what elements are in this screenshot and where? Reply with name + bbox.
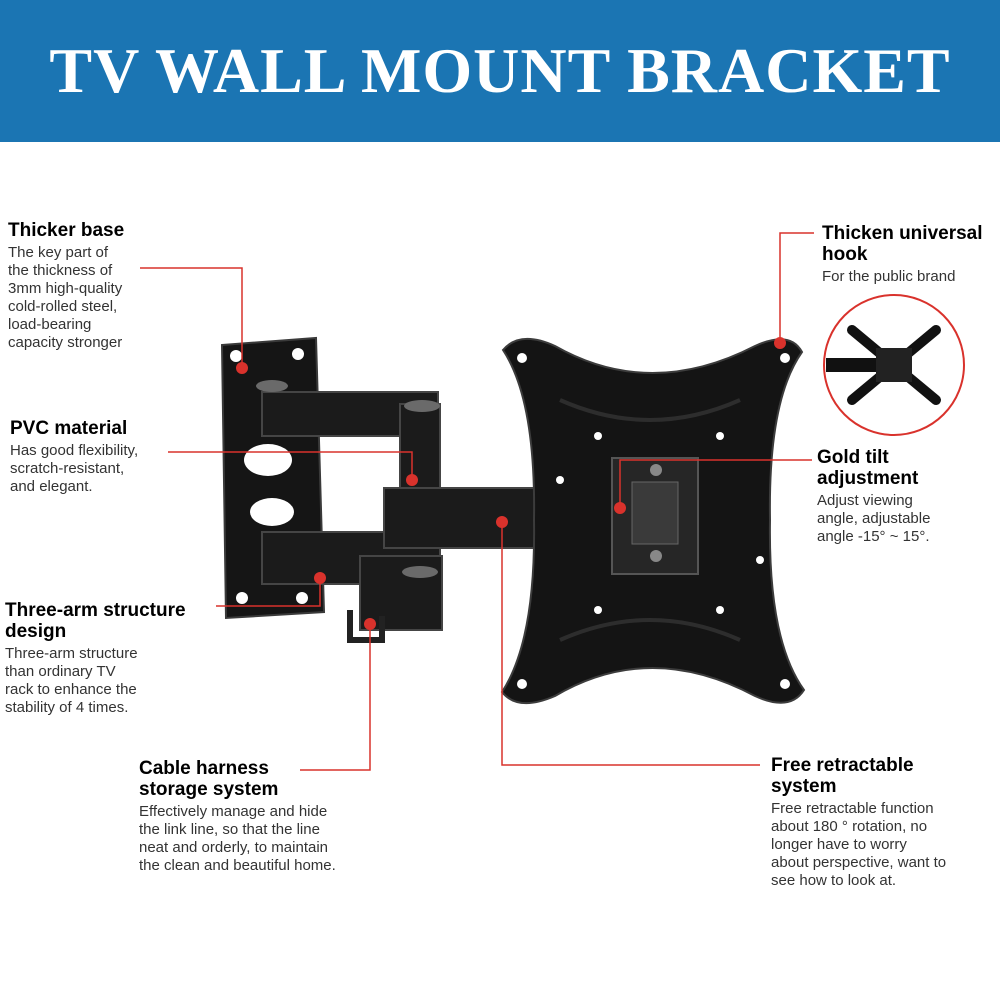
callout-title: Gold tilt adjustment	[817, 447, 919, 489]
callout-desc: Three-arm structure than ordinary TV rac…	[5, 645, 138, 716]
arm-upper	[256, 380, 441, 493]
callout-desc: Free retractable function about 180 ° ro…	[771, 800, 947, 889]
vesa-plate	[500, 338, 806, 704]
leader-hook	[779, 232, 814, 343]
leader-dots	[236, 337, 786, 630]
arm-main	[383, 487, 541, 549]
dot-three-arm	[314, 572, 326, 584]
leader-tilt	[619, 459, 812, 508]
leader-cable	[300, 624, 371, 771]
page-title: TV WALL MOUNT BRACKET	[49, 35, 951, 106]
callout-title: Thicken universal hook	[822, 223, 983, 265]
dot-tilt	[614, 502, 626, 514]
callout-three-arm: Three-arm structure design Three-arm str…	[5, 600, 235, 717]
callout-desc: Effectively manage and hide the link lin…	[139, 803, 336, 874]
callout-desc: The key part of the thickness of 3mm hig…	[8, 244, 123, 351]
callout-title: Cable harness storage system	[139, 758, 279, 800]
leader-thicker-base	[140, 267, 243, 368]
callout-desc: For the public brand	[822, 268, 956, 285]
callout-desc: Adjust viewing angle, adjustable angle -…	[817, 492, 931, 545]
hook-inset	[823, 294, 965, 436]
callout-title: Thicker base	[8, 220, 125, 241]
callout-desc: Has good flexibility, scratch-resistant,…	[10, 442, 139, 495]
callout-title: Free retractable system	[771, 755, 914, 797]
dot-cable	[364, 618, 376, 630]
callout-title: Three-arm structure design	[5, 600, 186, 642]
dot-retract	[496, 516, 508, 528]
callout-tilt-adjustment: Gold tilt adjustment Adjust viewing angl…	[817, 447, 992, 546]
callout-free-retractable: Free retractable system Free retractable…	[771, 755, 996, 890]
dot-hook	[774, 337, 786, 349]
callout-cable-harness: Cable harness storage system Effectively…	[139, 758, 399, 875]
callout-pvc-material: PVC material Has good flexibility, scrat…	[10, 418, 210, 496]
callout-thicker-base: Thicker base The key part of the thickne…	[8, 220, 188, 352]
callout-title: PVC material	[10, 418, 128, 439]
leader-lines	[140, 232, 814, 771]
leader-pvc	[168, 451, 413, 480]
arm-lower	[261, 531, 443, 643]
leader-retract	[501, 522, 760, 766]
callout-universal-hook: Thicken universal hook For the public br…	[822, 223, 1000, 286]
title-banner: TV WALL MOUNT BRACKET	[0, 0, 1000, 142]
dot-pvc	[406, 474, 418, 486]
dot-thicker-base	[236, 362, 248, 374]
leader-three-arm	[216, 578, 321, 607]
